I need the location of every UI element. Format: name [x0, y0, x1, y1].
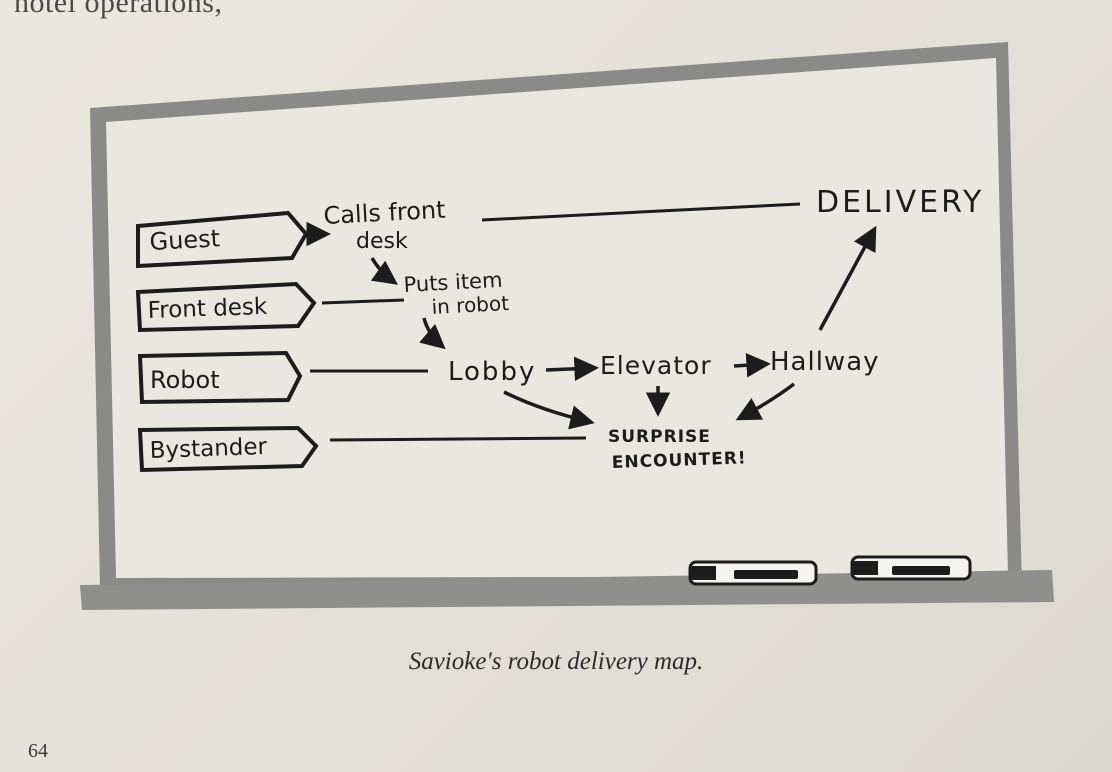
- page-header-text: hotel operations,: [14, 0, 223, 19]
- arrow-hallway-to-surprise: [735, 382, 796, 421]
- whiteboard-surface: [106, 58, 1008, 578]
- node-surprise-encounter-line2: ENCOUNTER!: [611, 448, 746, 473]
- node-elevator: Elevator: [600, 351, 712, 380]
- connector-calls-to-delivery: [481, 202, 801, 222]
- node-lobby: Lobby: [448, 357, 536, 387]
- arrow-calls-to-puts-item: [370, 257, 398, 285]
- arrow-elevator-to-hallway: [733, 352, 771, 378]
- connector-front-desk: [321, 298, 405, 305]
- node-hallway: Hallway: [770, 347, 880, 377]
- arrow-lobby-to-elevator: [545, 356, 599, 382]
- arrow-puts-item-to-lobby: [419, 317, 446, 350]
- arrow-hallway-to-delivery: [818, 225, 877, 331]
- node-surprise-encounter-line1: SURPRISE: [608, 427, 711, 447]
- figure-caption: Savioke's robot delivery map.: [408, 648, 704, 675]
- actor-label-guest: Guest: [149, 224, 221, 256]
- actor-tag-robot: Robot: [137, 350, 303, 405]
- node-delivery: DELIVERY: [816, 185, 984, 220]
- node-calls-front-desk-line1: Calls front: [323, 196, 446, 230]
- node-calls-front-desk-line2: desk: [356, 229, 408, 254]
- arrow-lobby-to-surprise: [503, 390, 595, 430]
- actor-label-robot: Robot: [150, 366, 220, 394]
- actor-label-front-desk: Front desk: [147, 294, 268, 324]
- marker-icon: [850, 555, 972, 581]
- actor-tag-guest: Guest: [136, 210, 309, 269]
- marker-icon: [688, 560, 818, 586]
- actor-label-bystander: Bystander: [149, 434, 268, 464]
- node-puts-item-line2: in robot: [431, 291, 510, 319]
- page-number: 64: [28, 740, 48, 762]
- connector-bystander: [329, 436, 587, 442]
- actor-tag-bystander: Bystander: [137, 425, 319, 473]
- actor-tag-front-desk: Front desk: [135, 281, 317, 333]
- node-puts-item-line1: Puts item: [403, 268, 503, 297]
